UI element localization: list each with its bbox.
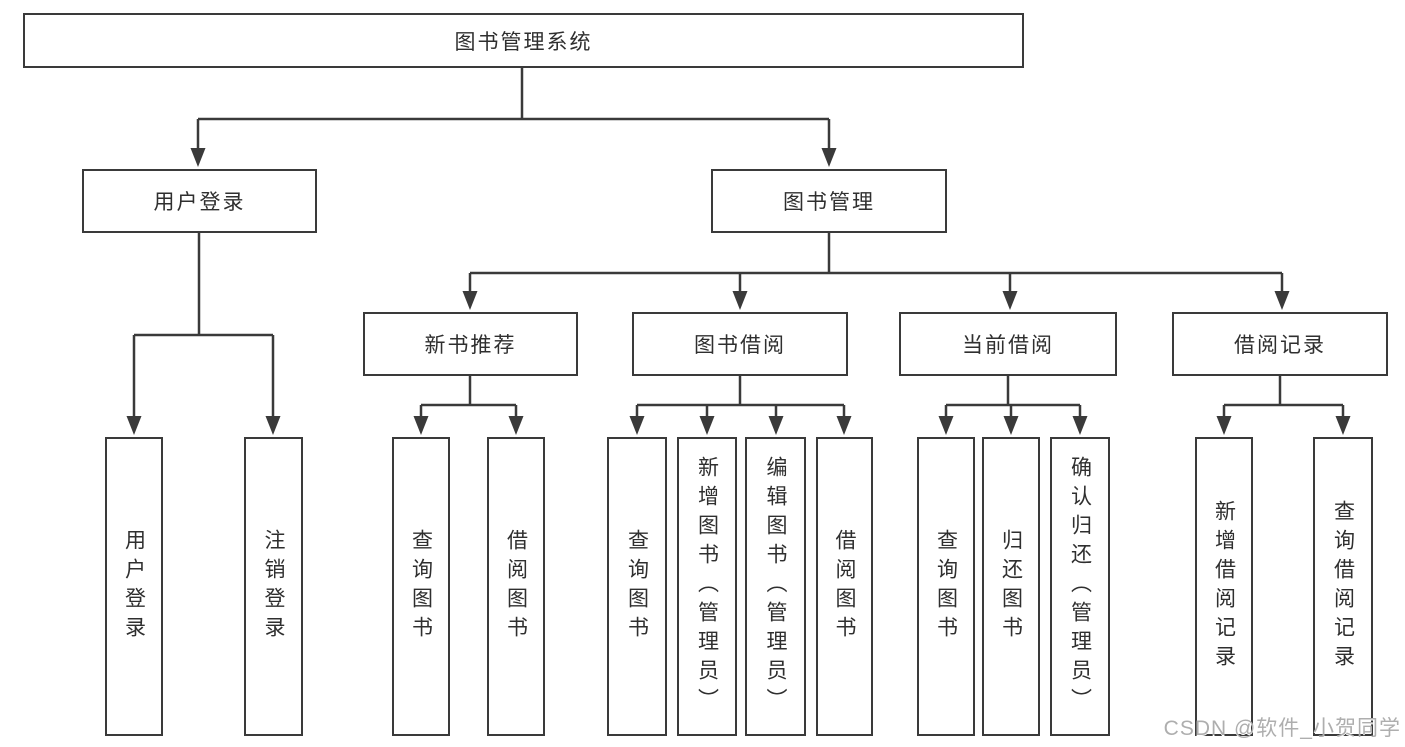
leaf-user-login: 用户登录: [105, 437, 163, 736]
leaf-edit-book-admin: 编辑图书（管理员）: [745, 437, 806, 736]
node-label: 查询图书: [625, 528, 649, 645]
node-label: 新增借阅记录: [1212, 499, 1236, 674]
node-user-login: 用户登录: [82, 169, 317, 233]
node-label: 图书借阅: [694, 334, 786, 357]
node-book-management: 图书管理: [711, 169, 947, 233]
node-label: 注销登录: [262, 528, 285, 645]
node-library-management-system: 图书管理系统: [23, 13, 1024, 68]
node-label: 查询借阅记录: [1331, 499, 1355, 674]
node-borrow-records: 借阅记录: [1172, 312, 1388, 376]
leaf-logout: 注销登录: [244, 437, 303, 736]
node-label: 确认归还（管理员）: [1068, 456, 1092, 717]
node-label: 新书推荐: [424, 334, 517, 357]
node-label: 用户登录: [153, 191, 246, 214]
leaf-add-borrow-record: 新增借阅记录: [1195, 437, 1253, 736]
node-label: 用户登录: [122, 528, 146, 645]
node-label: 当前借阅: [962, 334, 1054, 357]
node-book-borrow: 图书借阅: [632, 312, 848, 376]
leaf-query-borrow-record: 查询借阅记录: [1313, 437, 1373, 736]
node-label: 新增图书（管理员）: [695, 456, 719, 717]
node-label: 归还图书: [999, 528, 1023, 645]
node-label: 借阅图书: [833, 528, 856, 645]
node-label: 查询图书: [409, 528, 433, 645]
leaf-confirm-return-admin: 确认归还（管理员）: [1050, 437, 1110, 736]
node-label: 编辑图书（管理员）: [764, 456, 787, 717]
node-label: 借阅图书: [504, 528, 528, 645]
leaf-return-books: 归还图书: [982, 437, 1040, 736]
node-label: 借阅记录: [1234, 334, 1326, 357]
node-label: 图书管理: [783, 191, 875, 214]
leaf-borrow-books: 借阅图书: [816, 437, 873, 736]
node-new-book-recommend: 新书推荐: [363, 312, 578, 376]
leaf-query-books-current: 查询图书: [917, 437, 975, 736]
leaf-query-books-recommend: 查询图书: [392, 437, 450, 736]
leaf-add-book-admin: 新增图书（管理员）: [677, 437, 737, 736]
node-label: 图书管理系统: [454, 30, 593, 54]
node-label: 查询图书: [934, 528, 958, 645]
leaf-borrow-books-recommend: 借阅图书: [487, 437, 545, 736]
node-current-borrow: 当前借阅: [899, 312, 1117, 376]
leaf-query-books-borrow: 查询图书: [607, 437, 667, 736]
